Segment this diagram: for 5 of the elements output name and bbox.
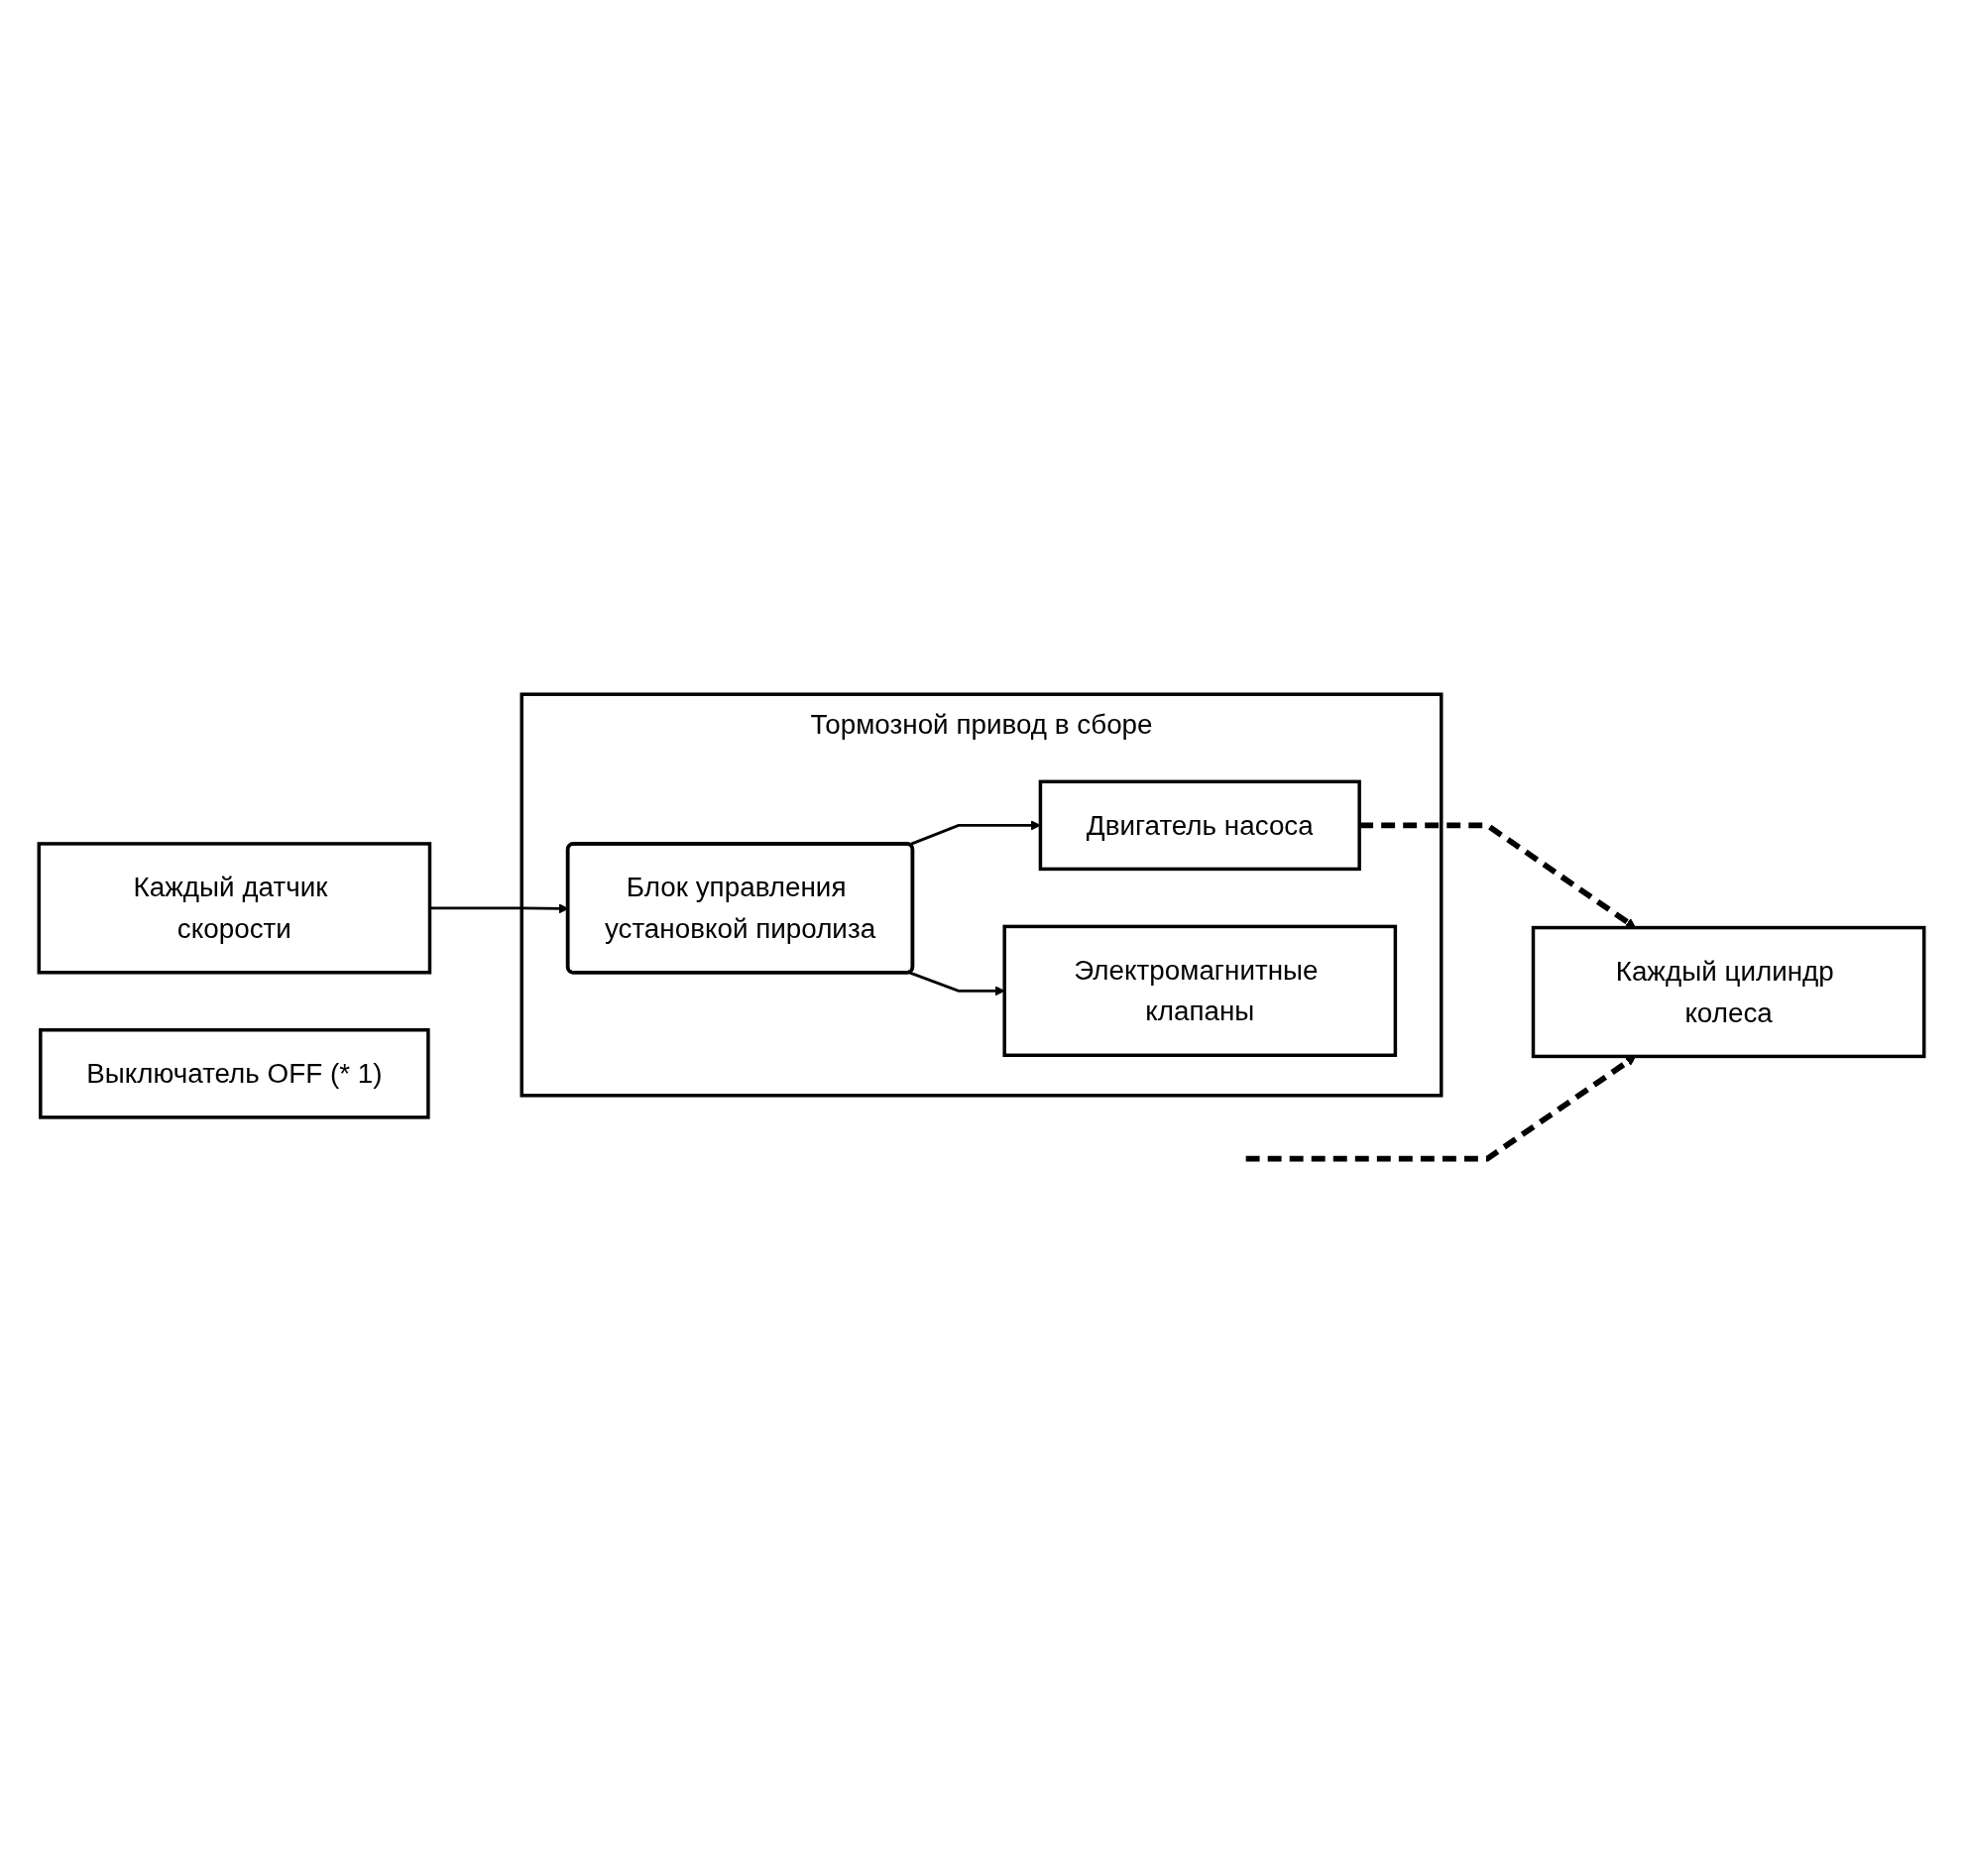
node-box: Выключатель OFF (* 1) — [39, 1028, 430, 1119]
node-box: Каждый датчик скорости — [37, 842, 432, 975]
node-box: Электромагнитные клапаны — [1002, 924, 1398, 1057]
node-box: Каждый цилиндр колеса — [1531, 925, 1926, 1059]
node-box: Двигатель насоса — [1038, 779, 1361, 872]
